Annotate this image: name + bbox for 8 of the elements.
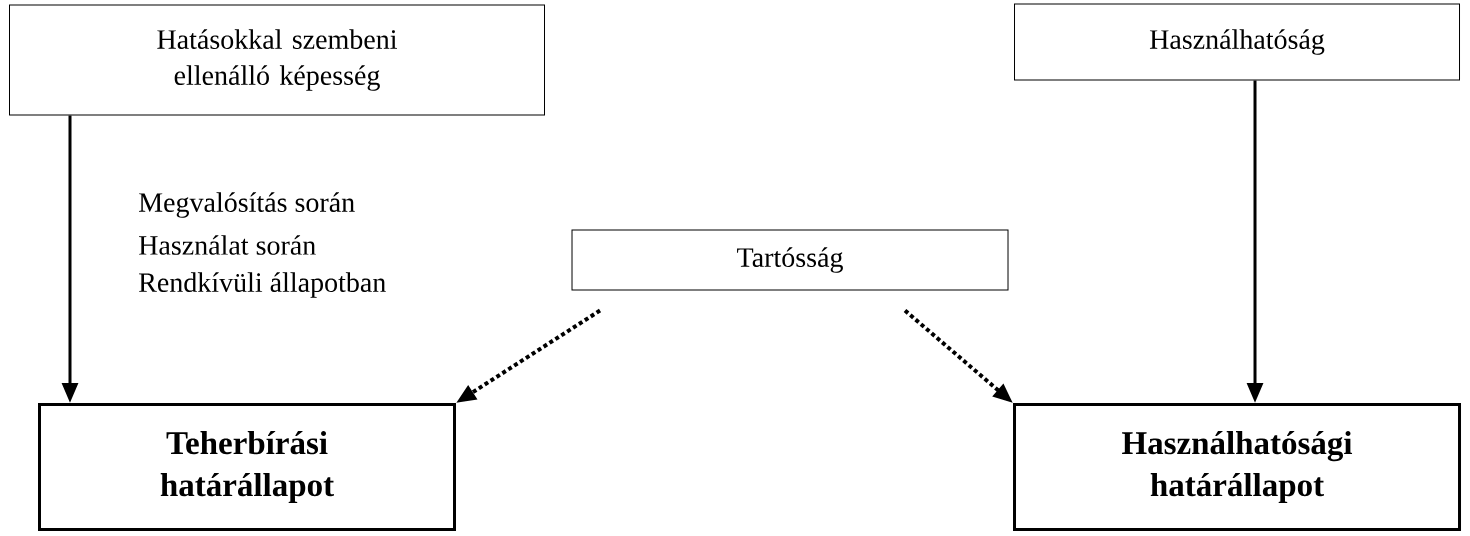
limit-state-box: Használhatósági határállapot (1013, 403, 1461, 531)
note-text: Megvalósítás során (139, 192, 355, 218)
concept-box: Hatásokkal szembeni ellenálló képesség (9, 4, 545, 116)
concept-box: Tartósság (571, 229, 1009, 291)
concept-box: Használhatóság (1014, 3, 1460, 81)
note-text: Rendkívüli állapotban (139, 272, 386, 298)
note-text: Használat során (139, 235, 316, 255)
limit-state-box: Teherbírási határállapot (38, 403, 456, 531)
